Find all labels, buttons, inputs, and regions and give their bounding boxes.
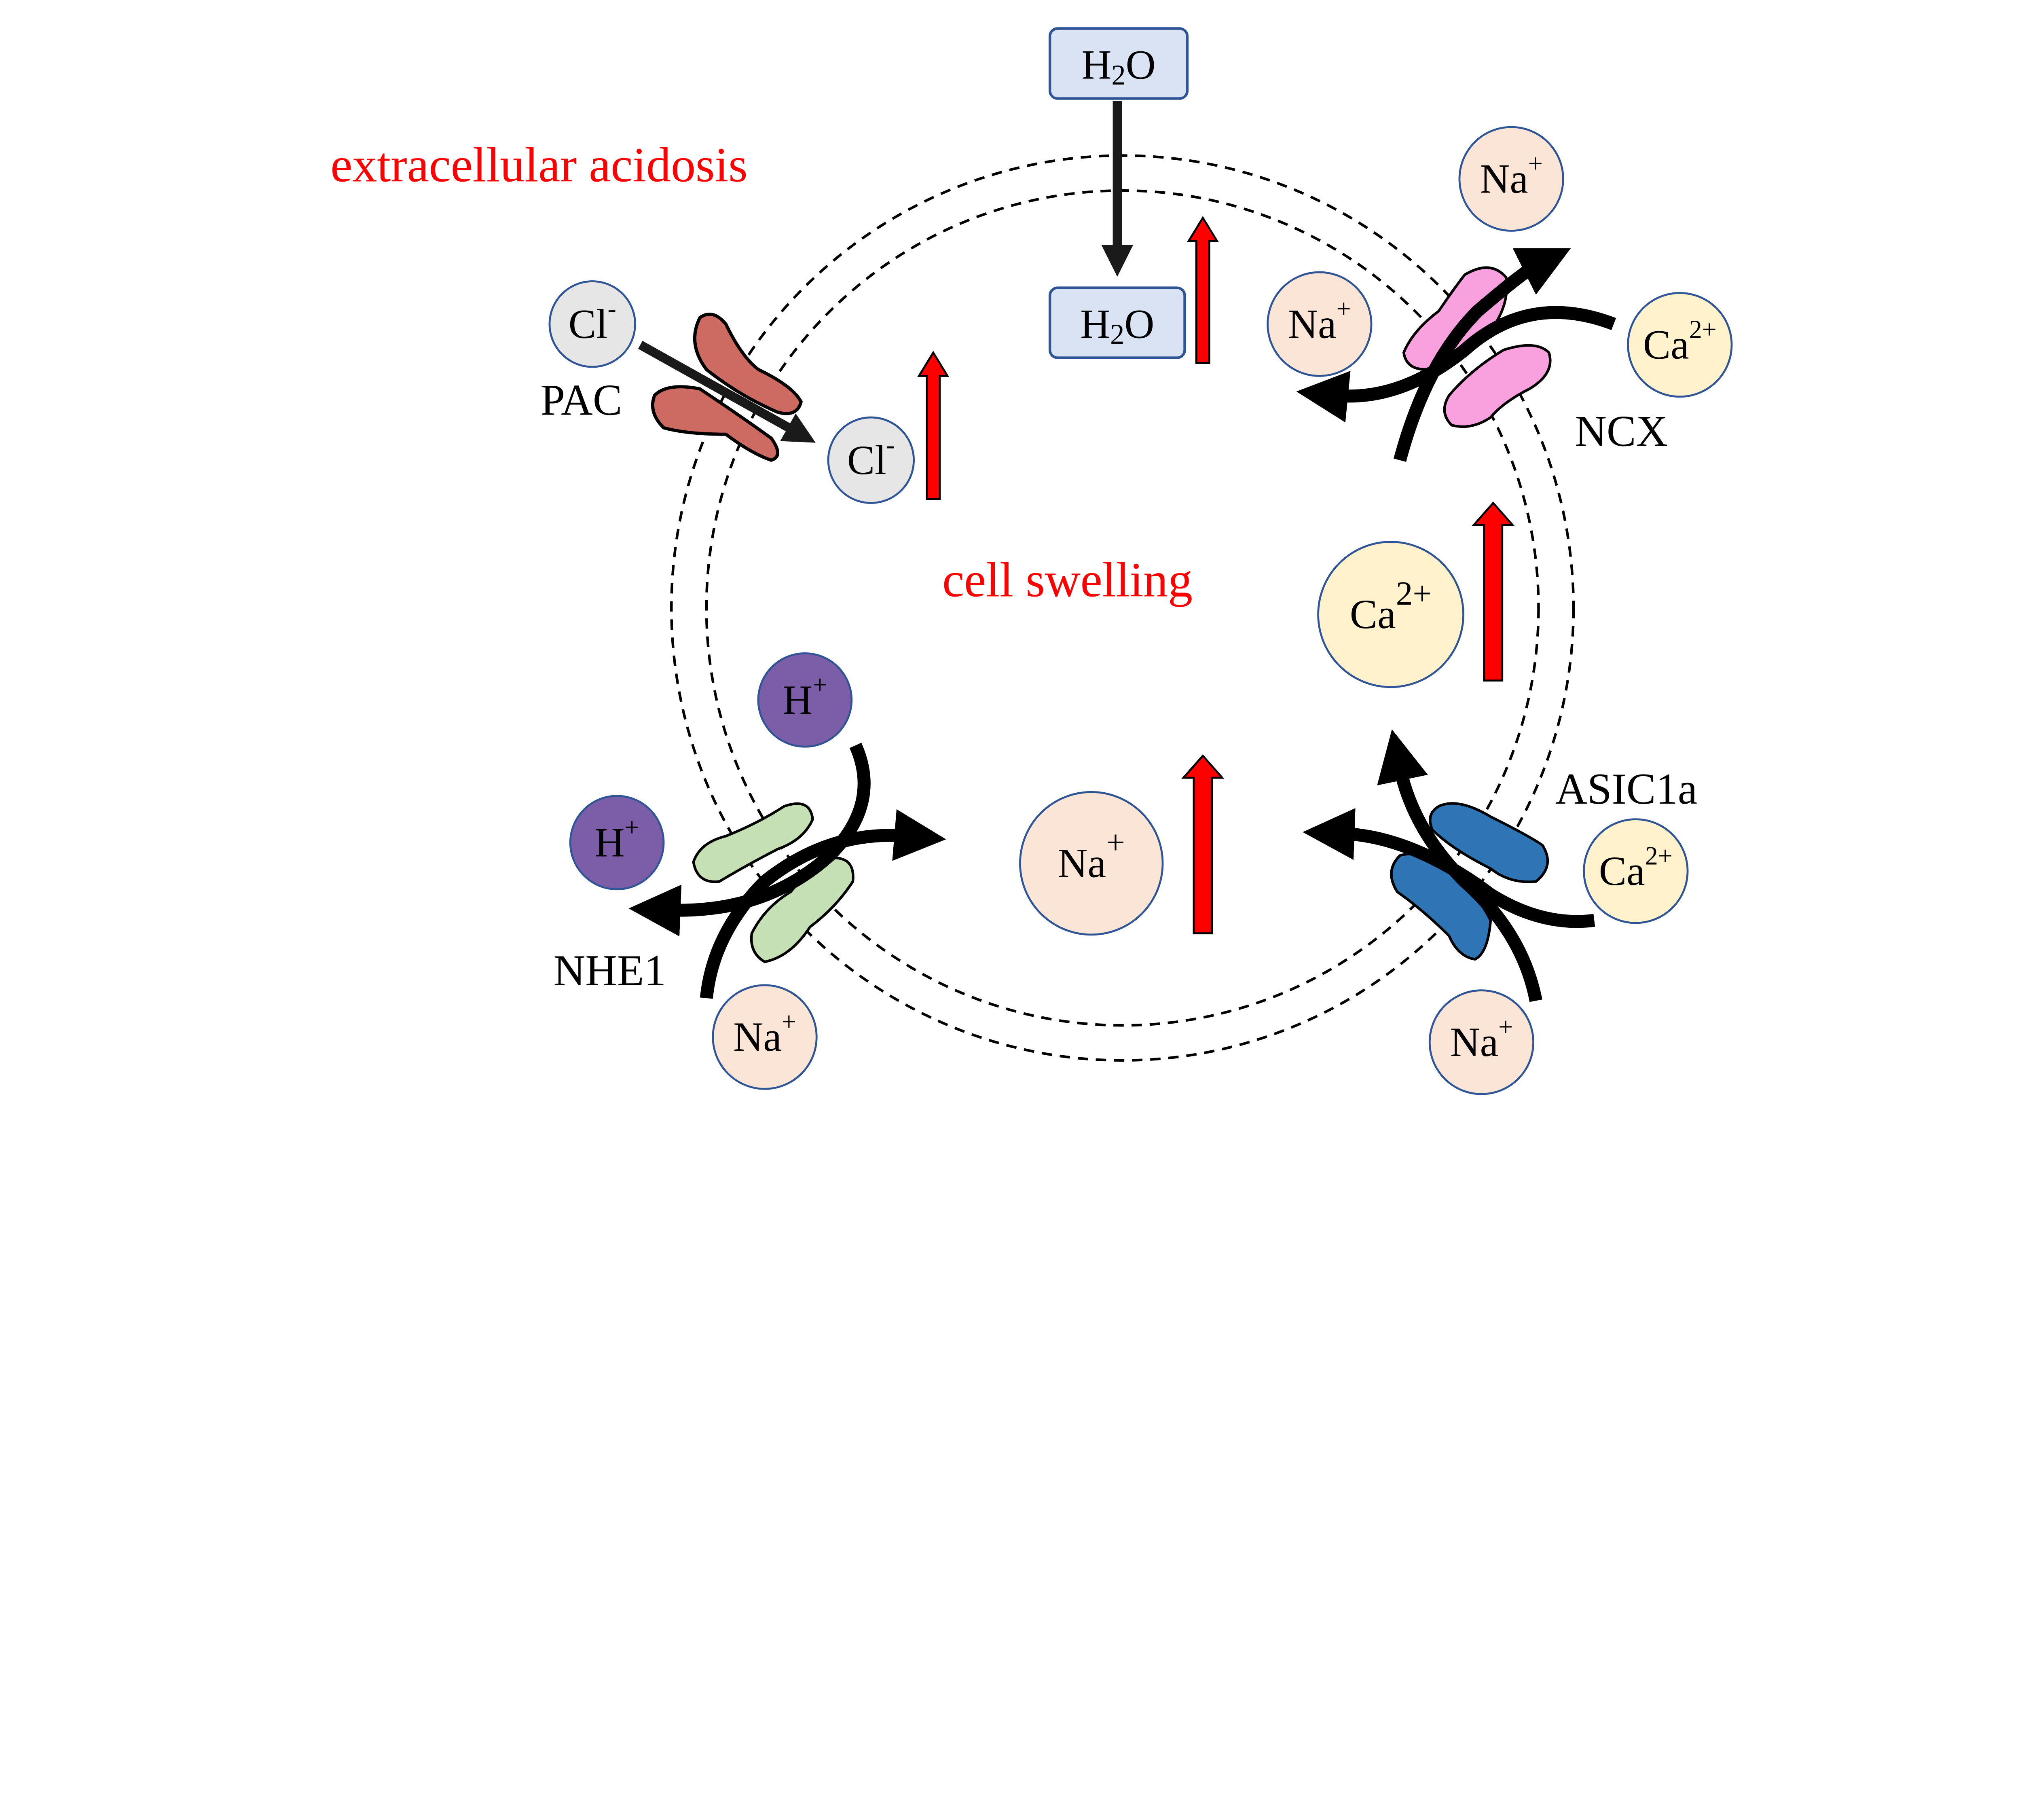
svg-text:Na+: Na+ xyxy=(1288,294,1351,347)
asic1a-label: ASIC1a xyxy=(1555,764,1697,813)
svg-text:Cl-: Cl- xyxy=(569,294,616,347)
svg-text:Na+: Na+ xyxy=(733,1007,796,1060)
increase-arrows xyxy=(917,216,1515,935)
pac-channel xyxy=(651,313,803,462)
ion-proton-extracellular: H+ xyxy=(569,795,665,891)
ion-calcium-ncx-extracellular: Ca2+ xyxy=(1627,292,1733,398)
ion-calcium-asic1a-extracellular: Ca2+ xyxy=(1583,818,1689,924)
ion-sodium-asic1a-extracellular: Na+ xyxy=(1428,989,1535,1095)
ncx-sodium-influx-arrow xyxy=(1296,306,1616,423)
ion-sodium-ncx-extracellular: Na+ xyxy=(1458,126,1564,232)
water-outside: H2O xyxy=(1048,27,1189,100)
ncx-label: NCX xyxy=(1575,407,1668,456)
ion-proton-intracellular: H+ xyxy=(757,652,853,748)
ion-calcium-intracellular: Ca2+ xyxy=(1317,541,1464,688)
nhe1-sodium-influx-arrow xyxy=(700,809,946,999)
ion-chloride-extracellular: Cl- xyxy=(548,280,636,368)
cell-membrane-inner xyxy=(705,189,1540,1027)
chloride-influx-arrow xyxy=(638,341,816,443)
nhe1-exchanger xyxy=(692,802,854,963)
nhe1-label: NHE1 xyxy=(554,946,666,995)
ion-sodium-nhe1-extracellular: Na+ xyxy=(712,984,818,1090)
ion-chloride-intracellular: Cl- xyxy=(827,416,915,504)
ncx-calcium-efflux-arrow xyxy=(1394,248,1571,462)
cell-swelling-label: cell swelling xyxy=(942,552,1193,607)
svg-text:Ca2+: Ca2+ xyxy=(1643,315,1717,368)
diagram: extracellular acidosis cell swelling PAC… xyxy=(330,27,1733,1095)
nhe1-proton-efflux-arrow xyxy=(628,743,871,937)
cell-membrane-outer xyxy=(670,154,1575,1062)
svg-text:H2O: H2O xyxy=(1081,42,1155,91)
svg-text:Na+: Na+ xyxy=(1058,824,1125,886)
svg-text:Ca2+: Ca2+ xyxy=(1350,575,1432,637)
svg-text:Na+: Na+ xyxy=(1480,149,1543,201)
svg-text:Cl-: Cl- xyxy=(847,430,895,483)
water-increase-arrow xyxy=(1187,216,1219,364)
ion-sodium-ncx-intracellular: Na+ xyxy=(1267,271,1373,377)
pac-label: PAC xyxy=(541,376,622,425)
extracellular-acidosis-label: extracellular acidosis xyxy=(330,138,747,193)
svg-text:H2O: H2O xyxy=(1080,301,1154,350)
svg-text:Na+: Na+ xyxy=(1450,1012,1513,1065)
chloride-increase-arrow xyxy=(917,351,950,500)
asic1a-calcium-influx-arrow xyxy=(1303,808,1595,928)
calcium-increase-arrow xyxy=(1471,501,1515,682)
svg-text:H+: H+ xyxy=(783,670,827,723)
svg-text:H+: H+ xyxy=(595,813,639,865)
water-inside: H2O xyxy=(1048,286,1186,359)
ion-sodium-intracellular: Na+ xyxy=(1019,791,1164,936)
svg-text:Ca2+: Ca2+ xyxy=(1599,841,1673,894)
sodium-increase-arrow xyxy=(1181,754,1225,935)
